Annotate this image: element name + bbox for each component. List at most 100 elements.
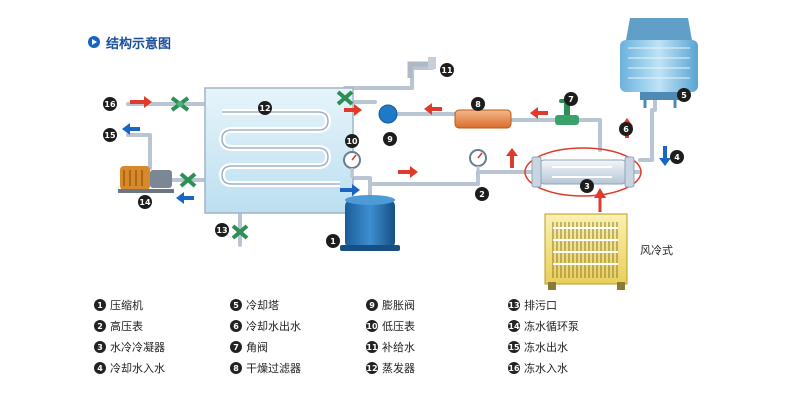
expansion-valve	[378, 104, 398, 124]
legend-item: 6 冷却水出水	[230, 318, 301, 334]
legend-label: 干燥过滤器	[246, 362, 301, 375]
legend-number: 6	[230, 320, 242, 332]
legend-label: 冷却塔	[246, 299, 279, 312]
diagram-title: 结构示意图	[88, 31, 171, 53]
callout-9: 9	[383, 132, 397, 146]
legend-label: 补给水	[382, 341, 415, 354]
callout-15: 15	[103, 128, 117, 142]
legend-label: 冻水入水	[524, 362, 568, 375]
callout-14: 14	[138, 195, 152, 209]
legend-item: 15 冻水出水	[508, 339, 568, 355]
legend-label: 蒸发器	[382, 362, 415, 375]
legend-number: 5	[230, 299, 242, 311]
callout-number: 4	[674, 153, 680, 162]
legend-item: 7 角阀	[230, 339, 268, 355]
legend-label: 膨胀阀	[382, 299, 415, 312]
legend-number: 9	[366, 299, 378, 311]
valve-pump	[179, 172, 197, 188]
legend-number: 16	[508, 362, 520, 374]
callout-number: 15	[104, 131, 116, 140]
legend-item: 4 冷却水入水	[94, 360, 165, 376]
legend-number: 10	[366, 320, 378, 332]
callout-number: 16	[104, 100, 116, 109]
legend-label: 角阀	[246, 341, 268, 354]
legend-label: 冷却水出水	[246, 320, 301, 333]
faucet-icon	[407, 57, 436, 78]
legend-number: 1	[94, 299, 106, 311]
callout-16: 16	[103, 97, 117, 111]
legend-item: 16 冻水入水	[508, 360, 568, 376]
callout-3: 3	[580, 179, 594, 193]
play-icon	[88, 36, 100, 48]
callout-2: 2	[475, 187, 489, 201]
callout-number: 3	[584, 182, 590, 191]
legend-item: 2 高压表	[94, 318, 143, 334]
chilled-water-pump	[118, 166, 174, 193]
legend-item: 12 蒸发器	[366, 360, 415, 376]
callout-number: 6	[623, 125, 629, 134]
callout-10: 10	[345, 134, 359, 148]
legend-item: 14 冻水循环泵	[508, 318, 579, 334]
condenser	[524, 147, 642, 197]
legend-label: 冷却水入水	[110, 362, 165, 375]
legend-item: 5 冷却塔	[230, 297, 279, 313]
filter-drier	[454, 109, 512, 129]
callout-number: 9	[387, 135, 393, 144]
callout-12: 12	[258, 101, 272, 115]
callout-number: 7	[568, 95, 574, 104]
legend-item: 9 膨胀阀	[366, 297, 415, 313]
legend-item: 8 干燥过滤器	[230, 360, 301, 376]
legend-number: 7	[230, 341, 242, 353]
legend-number: 11	[366, 341, 378, 353]
callout-8: 8	[471, 97, 485, 111]
legend-label: 低压表	[382, 320, 415, 333]
legend-number: 13	[508, 299, 520, 311]
air-cooled-condenser	[544, 188, 628, 290]
legend-label: 冻水循环泵	[524, 320, 579, 333]
legend-number: 15	[508, 341, 520, 353]
blue-arrows	[122, 123, 671, 204]
callout-5: 5	[677, 88, 691, 102]
legend-number: 4	[94, 362, 106, 374]
legend-item: 10 低压表	[366, 318, 415, 334]
legend-label: 排污口	[524, 299, 557, 312]
callout-number: 10	[346, 137, 358, 146]
callout-number: 11	[441, 66, 453, 75]
red-arrows	[130, 96, 633, 178]
valve-chilled-in	[170, 96, 190, 112]
callout-number: 5	[681, 91, 687, 100]
callout-6: 6	[619, 122, 633, 136]
legend-item: 1 压缩机	[94, 297, 143, 313]
callout-11: 11	[440, 63, 454, 77]
callout-13: 13	[215, 223, 229, 237]
legend-number: 2	[94, 320, 106, 332]
title-text: 结构示意图	[106, 36, 172, 52]
callout-number: 1	[330, 237, 336, 246]
callout-4: 4	[670, 150, 684, 164]
valve-drain	[231, 224, 249, 240]
callout-number: 13	[216, 226, 227, 235]
evaporator-tank	[204, 87, 354, 214]
callout-1: 1	[326, 234, 340, 248]
legend-label: 高压表	[110, 320, 143, 333]
legend-number: 3	[94, 341, 106, 353]
legend-label: 压缩机	[110, 299, 143, 312]
legend-number: 12	[366, 362, 378, 374]
callout-7: 7	[564, 92, 578, 106]
low-pressure-gauge	[343, 151, 361, 178]
callout-number: 2	[479, 190, 485, 199]
legend-number: 14	[508, 320, 520, 332]
callout-number: 8	[475, 100, 481, 109]
callout-number: 12	[259, 104, 270, 113]
callout-number: 14	[139, 198, 151, 207]
valve-top	[336, 90, 354, 106]
high-pressure-gauge	[469, 149, 487, 184]
cooling-tower	[620, 18, 698, 108]
legend-number: 8	[230, 362, 242, 374]
air-cooled-label: 风冷式	[640, 244, 673, 257]
legend-label: 冻水出水	[524, 341, 568, 354]
